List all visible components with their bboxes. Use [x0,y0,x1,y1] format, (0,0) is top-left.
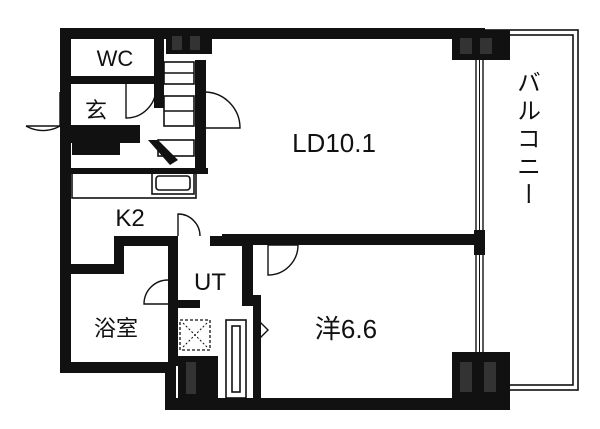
door-bath [143,279,169,305]
room-label-living: LD10.1 [292,128,376,158]
room-label-entrance: 玄 [85,98,107,123]
room-label-wc: WC [97,46,134,71]
kitchen-sink [151,171,195,195]
room-label-kitchen: K2 [115,205,144,232]
washer-space [179,319,211,351]
door-entrance [25,92,61,132]
balcony-window-upper [474,60,485,230]
closet-fixtures [148,61,195,165]
door-wc [125,84,157,119]
door-hall [205,91,241,129]
door-kitchen-ut [177,213,201,237]
room-label-bedroom: 洋6.6 [315,314,377,344]
door-bedroom-closet [257,319,269,341]
room-label-bath: 浴室 [94,316,138,341]
balcony-window-lower [474,255,485,355]
room-label-utility: UT [194,269,226,296]
bedroom-closet [225,319,247,399]
columns [166,30,510,400]
door-bedroom [267,244,299,276]
kitchen-counter [71,171,197,199]
interior-walls [60,28,480,405]
room-label-balcony: バルコニー [513,70,540,210]
